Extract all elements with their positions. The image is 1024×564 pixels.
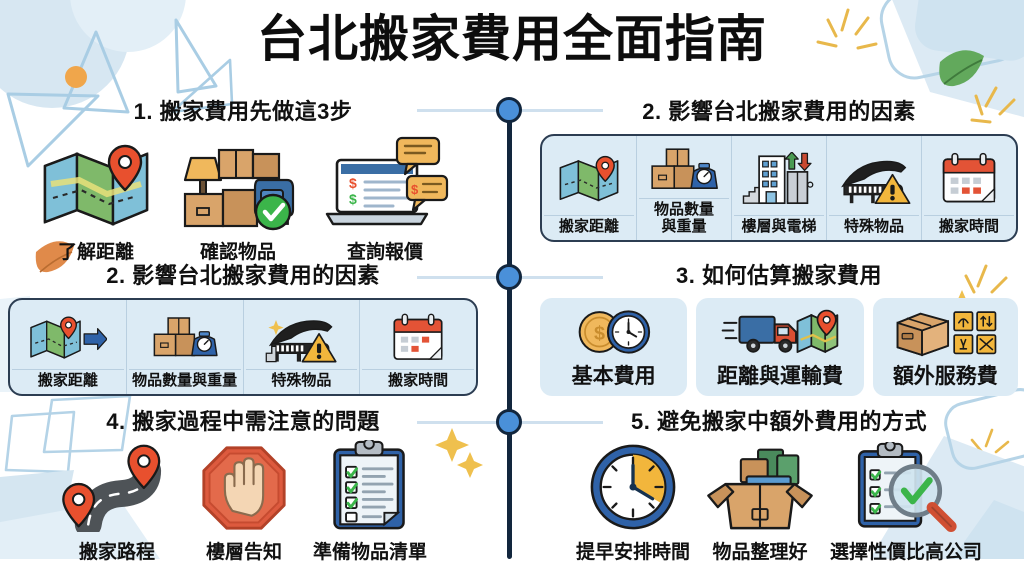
factor-label: 搬家時間	[924, 215, 1014, 240]
item-choose-value-company[interactable]: 選擇性價比高公司	[830, 442, 982, 564]
factor-moving-time[interactable]: 搬家時間	[922, 136, 1016, 240]
factor-label: 物品數量與重量	[128, 369, 241, 394]
building-elevator-arrows-icon	[742, 142, 816, 215]
boxes-furniture-check-icon	[173, 136, 303, 232]
factor-distance[interactable]: 搬家距離	[542, 136, 637, 240]
calendar-icon	[938, 142, 1000, 215]
item-prepare-checklist[interactable]: 準備物品清單	[313, 440, 427, 564]
factor-label: 搬家距離	[12, 369, 124, 394]
section-3-cards: $ 基本費用	[540, 298, 1018, 396]
item-confirm-goods[interactable]: 確認物品	[173, 136, 303, 264]
page-title: 台北搬家費用全面指南	[257, 11, 767, 67]
coin-and-clock-icon: $	[572, 306, 656, 358]
clipboard-magnifier-check-icon	[854, 442, 958, 532]
section-1-items: 了解距離	[8, 134, 478, 264]
clipboard-checklist-icon	[327, 440, 413, 532]
folded-map-with-pin-icon	[556, 142, 622, 215]
item-moving-route[interactable]: 搬家路程	[59, 440, 175, 564]
item-label: 了解距離	[57, 242, 134, 263]
section-3-heading: 3. 如何估算搬家費用	[676, 263, 882, 288]
timeline-node-3[interactable]	[496, 409, 522, 435]
section-1-heading: 1. 搬家費用先做這3步	[133, 99, 353, 124]
folded-map-with-pin-arrow-icon	[29, 306, 107, 369]
stop-hand-icon	[199, 444, 289, 532]
factor-label: 物品數量 與重量	[639, 198, 729, 240]
item-label: 樓層告知	[205, 542, 282, 563]
item-notify-floor[interactable]: 樓層告知	[199, 444, 289, 564]
factor-label: 搬家時間	[362, 369, 474, 394]
svg-text:$: $	[349, 175, 357, 191]
section-2-left-heading: 2. 影響台北搬家費用的因素	[106, 263, 380, 288]
item-query-quote[interactable]: $ $	[321, 136, 449, 264]
cost-distance-transport[interactable]: 距離與運輸費	[696, 298, 864, 396]
section-4-items: 搬家路程 樓層告知	[8, 440, 478, 564]
open-box-packed-icon	[704, 442, 816, 532]
piano-warning-icon	[262, 306, 340, 369]
section-4-heading: 4. 搬家過程中需注意的問題	[106, 409, 380, 434]
timeline-node-2[interactable]	[496, 264, 522, 290]
section-4: 4. 搬家過程中需注意的問題 搬家路程	[8, 404, 478, 564]
clock-icon	[587, 442, 679, 532]
item-label: 準備物品清單	[312, 542, 427, 563]
truck-and-map-icon	[721, 306, 839, 358]
item-label: 物品整理好	[712, 542, 808, 563]
calendar-icon	[387, 306, 449, 369]
factor-quantity-weight[interactable]: 物品數量 與重量	[637, 136, 732, 240]
factor-label: 特殊物品	[245, 369, 358, 394]
section-2-right-heading: 2. 影響台北搬家費用的因素	[642, 99, 916, 124]
section-1: 1. 搬家費用先做這3步 了解距離	[8, 94, 478, 264]
item-label: 查詢報價	[346, 242, 423, 263]
svg-text:$: $	[349, 191, 357, 207]
section-2-left: 2. 影響台北搬家費用的因素 搬家距離	[8, 258, 478, 396]
factor-floor-elevator[interactable]: 樓層與電梯	[732, 136, 827, 240]
item-schedule-early[interactable]: 提早安排時間	[576, 442, 690, 564]
svg-text:$: $	[594, 322, 605, 344]
winding-road-pins-icon	[59, 440, 175, 532]
item-label: 提早安排時間	[575, 542, 690, 563]
piano-warning-icon	[837, 142, 911, 215]
factor-distance[interactable]: 搬家距離	[10, 300, 127, 394]
item-label: 搬家路程	[78, 542, 155, 563]
section-5-heading: 5. 避免搬家中額外費用的方式	[631, 409, 927, 434]
box-handling-symbols-icon	[890, 306, 1000, 358]
item-label: 確認物品	[199, 242, 276, 263]
folded-map-with-pin-icon	[37, 140, 155, 232]
cost-label: 距離與運輸費	[716, 364, 843, 388]
factor-special-items[interactable]: 特殊物品	[244, 300, 361, 394]
boxes-and-scale-icon	[144, 306, 226, 369]
timeline-line	[507, 104, 512, 559]
cost-extra-service[interactable]: 額外服務費	[872, 298, 1018, 396]
factor-label: 特殊物品	[829, 215, 919, 240]
item-organize-goods[interactable]: 物品整理好	[704, 442, 816, 564]
item-label: 選擇性價比高公司	[830, 542, 983, 563]
cost-label: 額外服務費	[892, 364, 998, 388]
timeline-node-1[interactable]	[496, 97, 522, 123]
section-2-right-panel: 搬家距離 物品	[540, 134, 1018, 242]
item-know-distance[interactable]: 了解距離	[37, 140, 155, 264]
factor-special-items[interactable]: 特殊物品	[827, 136, 922, 240]
factor-label: 樓層與電梯	[734, 215, 824, 240]
laptop-quote-chat-icon: $ $	[321, 136, 449, 232]
factor-quantity-weight[interactable]: 物品數量與重量	[127, 300, 244, 394]
factor-moving-time[interactable]: 搬家時間	[360, 300, 476, 394]
section-5: 5. 避免搬家中額外費用的方式	[540, 404, 1018, 564]
svg-text:$: $	[411, 182, 419, 197]
section-3: 3. 如何估算搬家費用 $	[540, 258, 1018, 396]
cost-basic-fee[interactable]: $ 基本費用	[540, 298, 688, 396]
cost-label: 基本費用	[571, 364, 656, 388]
section-2-left-panel: 搬家距離 物品數量與重量	[8, 298, 478, 396]
section-2-right: 2. 影響台北搬家費用的因素 搬家距離	[540, 94, 1018, 242]
factor-label: 搬家距離	[544, 215, 634, 240]
boxes-and-scale-icon	[648, 142, 720, 198]
section-5-items: 提早安排時間	[540, 442, 1018, 564]
